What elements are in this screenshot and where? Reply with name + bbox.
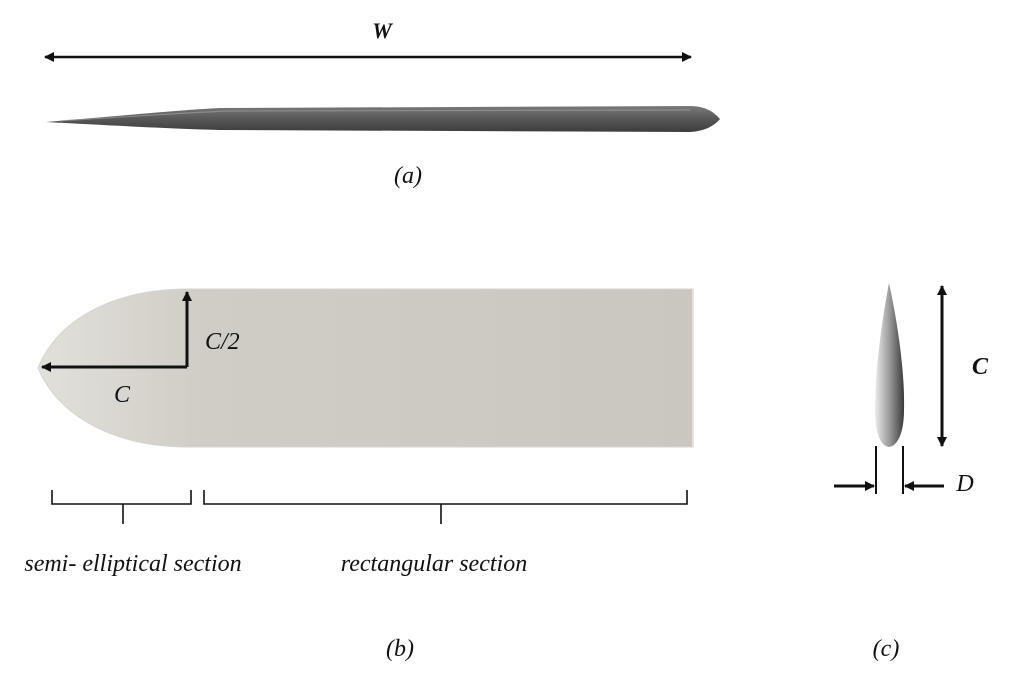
panel-c-caption: (c) [873,636,900,662]
thickness-label: D [955,471,973,497]
semi-elliptical-section-label: semi- elliptical section [24,551,241,577]
panel-b-caption: (b) [386,636,414,662]
wing-span-highlight [59,109,691,122]
airfoil-profile [875,283,905,447]
profile-chord-label: C [972,354,989,380]
chord-label: C [114,382,131,408]
panel-a: W (a) [44,18,720,189]
panel-b: C/2 C semi- elliptical section rectangul… [24,288,694,662]
half-chord-label: C/2 [205,329,240,355]
panel-c: C D (c) [834,283,989,662]
rectangular-brace [203,490,688,524]
panel-a-caption: (a) [394,163,422,189]
span-label: W [372,18,393,43]
wing-span-view [46,106,720,132]
rectangular-section-label: rectangular section [341,551,527,577]
wing-planform [37,288,694,448]
semi-elliptical-brace [51,490,192,524]
